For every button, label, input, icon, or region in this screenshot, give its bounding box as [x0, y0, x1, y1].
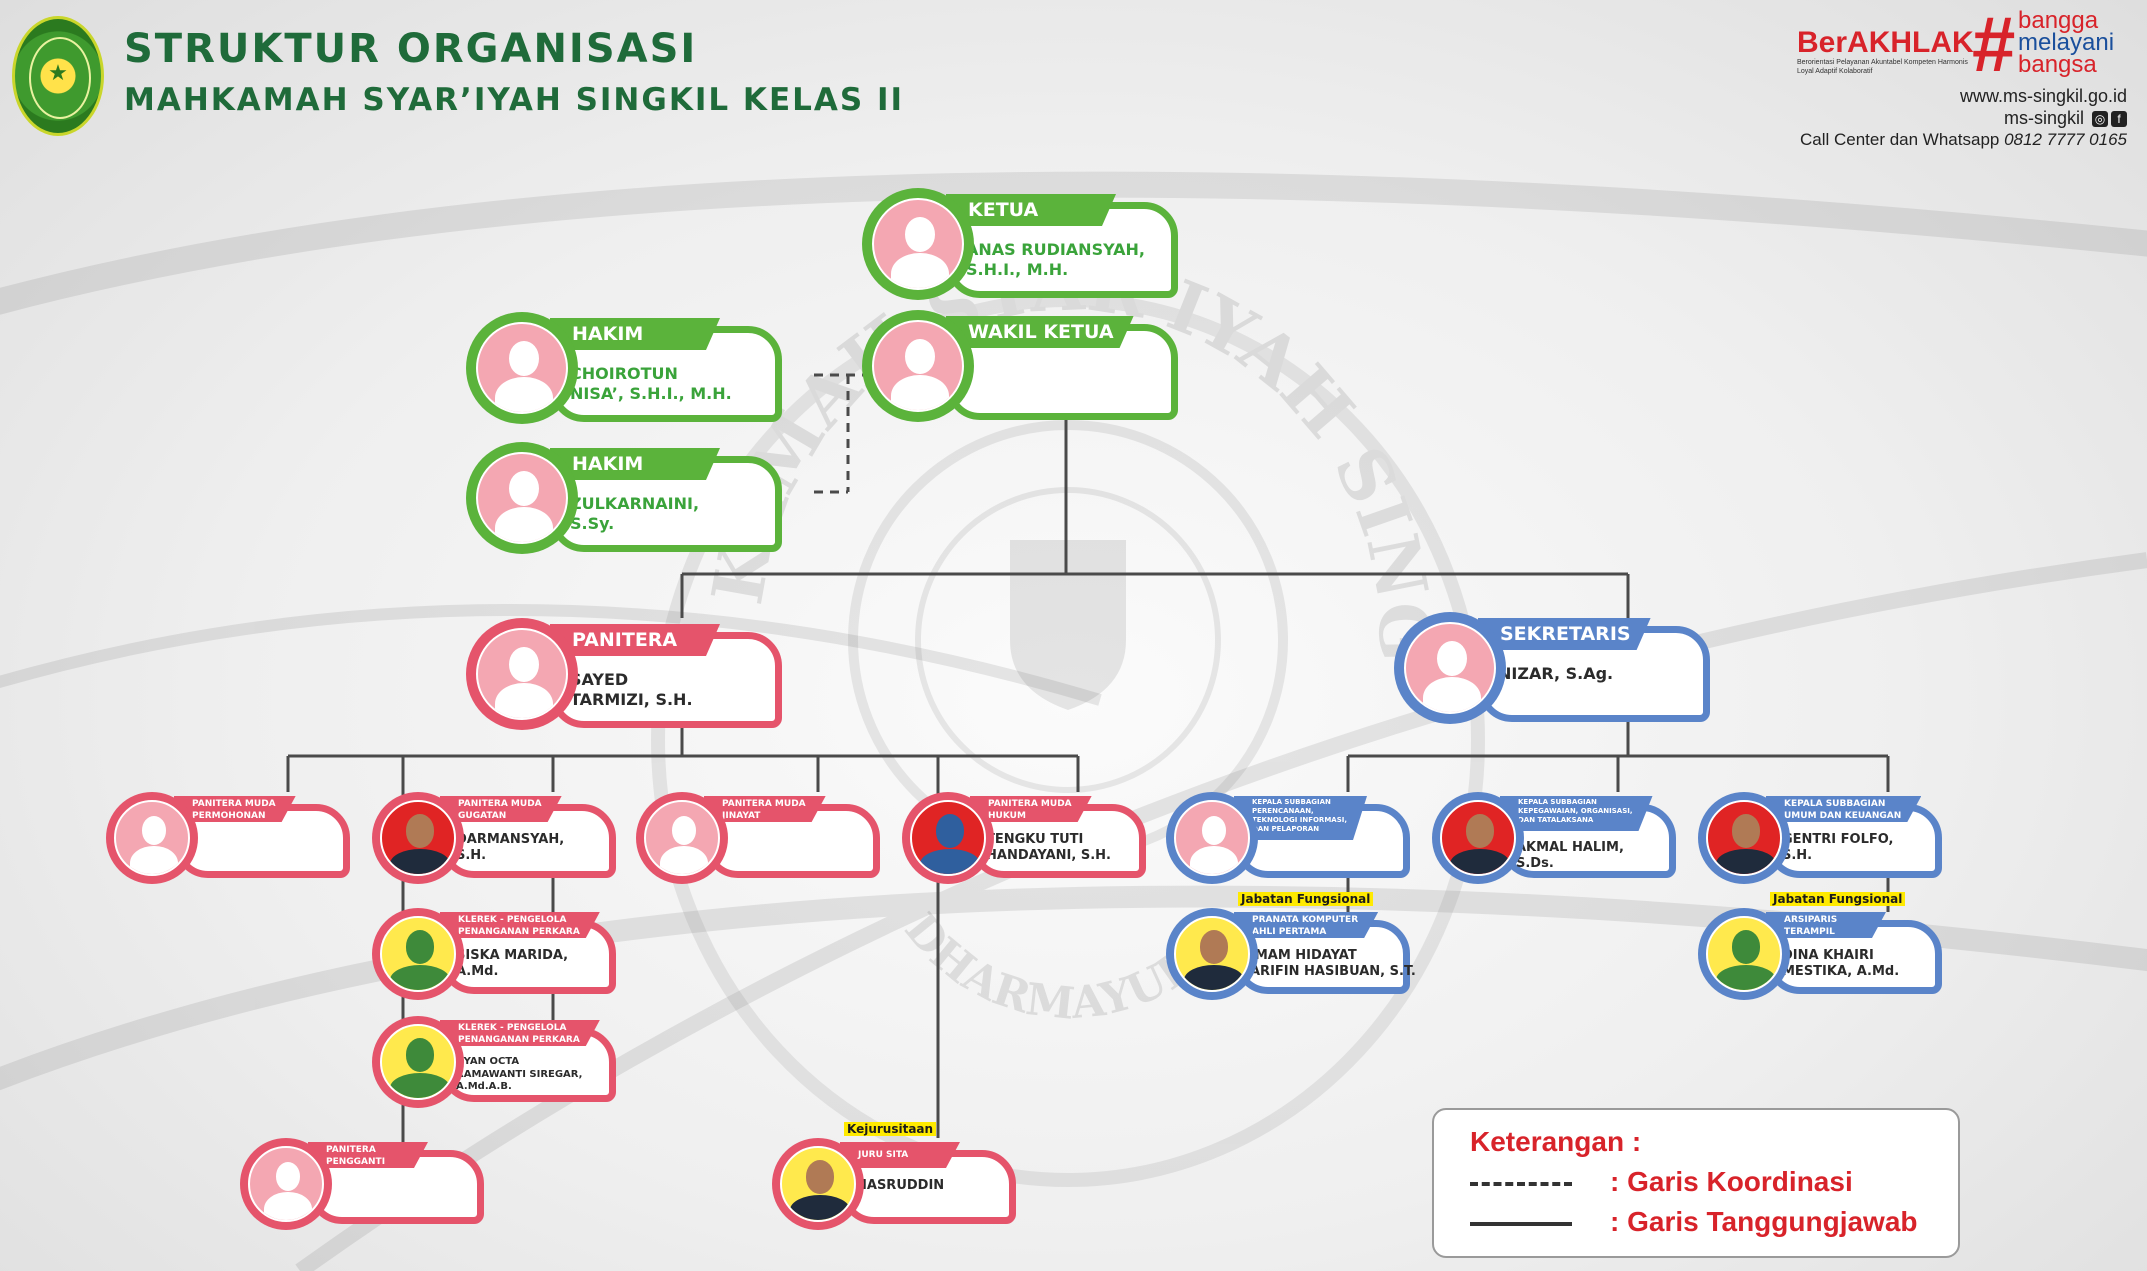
org-node-name: TENGKU TUTI HANDAYANI, S.H. [986, 832, 1111, 864]
person-placeholder-icon [636, 792, 728, 884]
person-placeholder-icon [1394, 612, 1506, 724]
org-node-name: GENTRI FOLFO, S.H. [1782, 832, 1894, 864]
facebook-icon[interactable]: f [2111, 111, 2127, 128]
org-node-group-label: Kejurusitaan [844, 1122, 937, 1136]
org-node-role: KEPALA SUBBAGIAN KEPEGAWAIAN, ORGANISASI… [1500, 796, 1653, 831]
instagram-icon[interactable]: ◎ [2092, 111, 2108, 128]
org-node-role: PANITERA MUDA JINAYAT [704, 796, 826, 822]
org-node-name: DINA KHAIRI MESTIKA, A.Md. [1782, 948, 1900, 980]
person-photo-icon [372, 1016, 464, 1108]
person-photo-icon [1166, 908, 1258, 1000]
website-link[interactable]: www.ms-singkil.go.id [1959, 86, 2127, 106]
page-title: STRUKTUR ORGANISASI [124, 26, 698, 72]
legend-dashed-label: : Garis Koordinasi [1610, 1166, 1853, 1197]
social-handle-text: ms-singkil [2003, 108, 2084, 128]
person-photo-icon [902, 792, 994, 884]
legend-solid-label: : Garis Tanggungjawab [1610, 1206, 1918, 1237]
legend-box: Keterangan : : Garis Koordinasi : Garis … [1432, 1108, 1960, 1258]
org-node-name: ANAS RUDIANSYAH, S.H.I., M.H. [966, 240, 1145, 279]
org-node-role: HAKIM [550, 318, 720, 350]
court-seal-logo-icon: ★ [12, 16, 104, 136]
person-photo-icon [1698, 792, 1790, 884]
org-node-role: PANITERA PENGGANTI [308, 1142, 428, 1168]
org-node-name: DYAN OCTA RAMAWANTI SIREGAR, A.Md.A.B. [456, 1056, 583, 1092]
org-node-name: SISKA MARIDA, A.Md. [456, 948, 569, 980]
person-placeholder-icon [466, 618, 578, 730]
hashtag-word: bangga [2018, 7, 2099, 34]
org-node-role: KETUA [946, 194, 1116, 226]
person-placeholder-icon [1166, 792, 1258, 884]
org-node-role: SEKRETARIS [1478, 618, 1651, 650]
person-photo-icon [372, 908, 464, 1000]
org-node-name: NIZAR, S.Ag. [1498, 664, 1614, 683]
org-node-role: JURU SITA [840, 1142, 960, 1168]
org-node-role: PANITERA MUDA HUKUM [970, 796, 1092, 822]
org-node-role: HAKIM [550, 448, 720, 480]
org-node-role: PANITERA [550, 624, 720, 656]
hashtag-words: bangga melayani bangsa [2018, 7, 2115, 78]
org-node-name: NASRUDDIN [856, 1178, 945, 1193]
person-placeholder-icon [466, 442, 578, 554]
org-node-group-label: Jabatan Fungsional [1770, 892, 1906, 906]
org-node-role: WAKIL KETUA [946, 316, 1134, 348]
org-node-role: PANITERA MUDA GUGATAN [440, 796, 562, 822]
person-placeholder-icon [862, 188, 974, 300]
org-node-name: SAYED TARMIZI, S.H. [570, 670, 693, 709]
org-node-name: AKMAL HALIM, S.Ds. [1516, 840, 1624, 872]
person-photo-icon [1698, 908, 1790, 1000]
org-node-name: DARMANSYAH, S.H. [456, 832, 565, 864]
person-placeholder-icon [466, 312, 578, 424]
org-node-name: IMAM HIDAYAT ARIFIN HASIBUAN, S.T. [1250, 948, 1416, 980]
legend-solid-line-icon [1470, 1222, 1572, 1226]
hashtag-word: melayani [2018, 29, 2115, 56]
social-handle[interactable]: ms-singkil ◎f [2004, 108, 2127, 129]
org-node-name: ZULKARNAINI, S.Sy. [570, 494, 700, 533]
hashtag-symbol: # [1972, 0, 2016, 88]
org-node-role: KLEREK - PENGELOLA PENANGANAN PERKARA [440, 912, 600, 938]
org-node-name: CHOIROTUN NISA’, S.H.I., M.H. [570, 364, 732, 403]
person-placeholder-icon [106, 792, 198, 884]
callcenter-number: 0812 7777 0165 [2004, 130, 2127, 149]
person-photo-icon [1432, 792, 1524, 884]
callcenter: Call Center dan Whatsapp 0812 7777 0165 [1800, 130, 2127, 150]
person-photo-icon [372, 792, 464, 884]
org-node-role: PANITERA MUDA PERMOHONAN [174, 796, 296, 822]
berakhlak-brand: BerAKHLAK [1797, 26, 1974, 59]
person-placeholder-icon [862, 310, 974, 422]
org-node-group-label: Jabatan Fungsional [1238, 892, 1374, 906]
legend-dashed-line-icon [1470, 1182, 1572, 1186]
legend-title: Keterangan : [1470, 1126, 1642, 1157]
berakhlak-tagline: Berorientasi Pelayanan Akuntabel Kompete… [1797, 59, 1968, 75]
hashtag-word: bangsa [2018, 51, 2097, 78]
person-photo-icon [772, 1138, 864, 1230]
callcenter-label: Call Center dan Whatsapp [1799, 130, 2000, 149]
org-node-role: KLEREK - PENGELOLA PENANGANAN PERKARA [440, 1020, 600, 1046]
page-subtitle: MAHKAMAH SYAR’IYAH SINGKIL KELAS II [124, 82, 905, 118]
org-node-role: ARSIPARIS TERAMPIL [1766, 912, 1886, 938]
person-placeholder-icon [240, 1138, 332, 1230]
org-node-role: PRANATA KOMPUTER AHLI PERTAMA [1234, 912, 1378, 938]
org-node-role: KEPALA SUBBAGIAN UMUM DAN KEUANGAN [1766, 796, 1921, 822]
